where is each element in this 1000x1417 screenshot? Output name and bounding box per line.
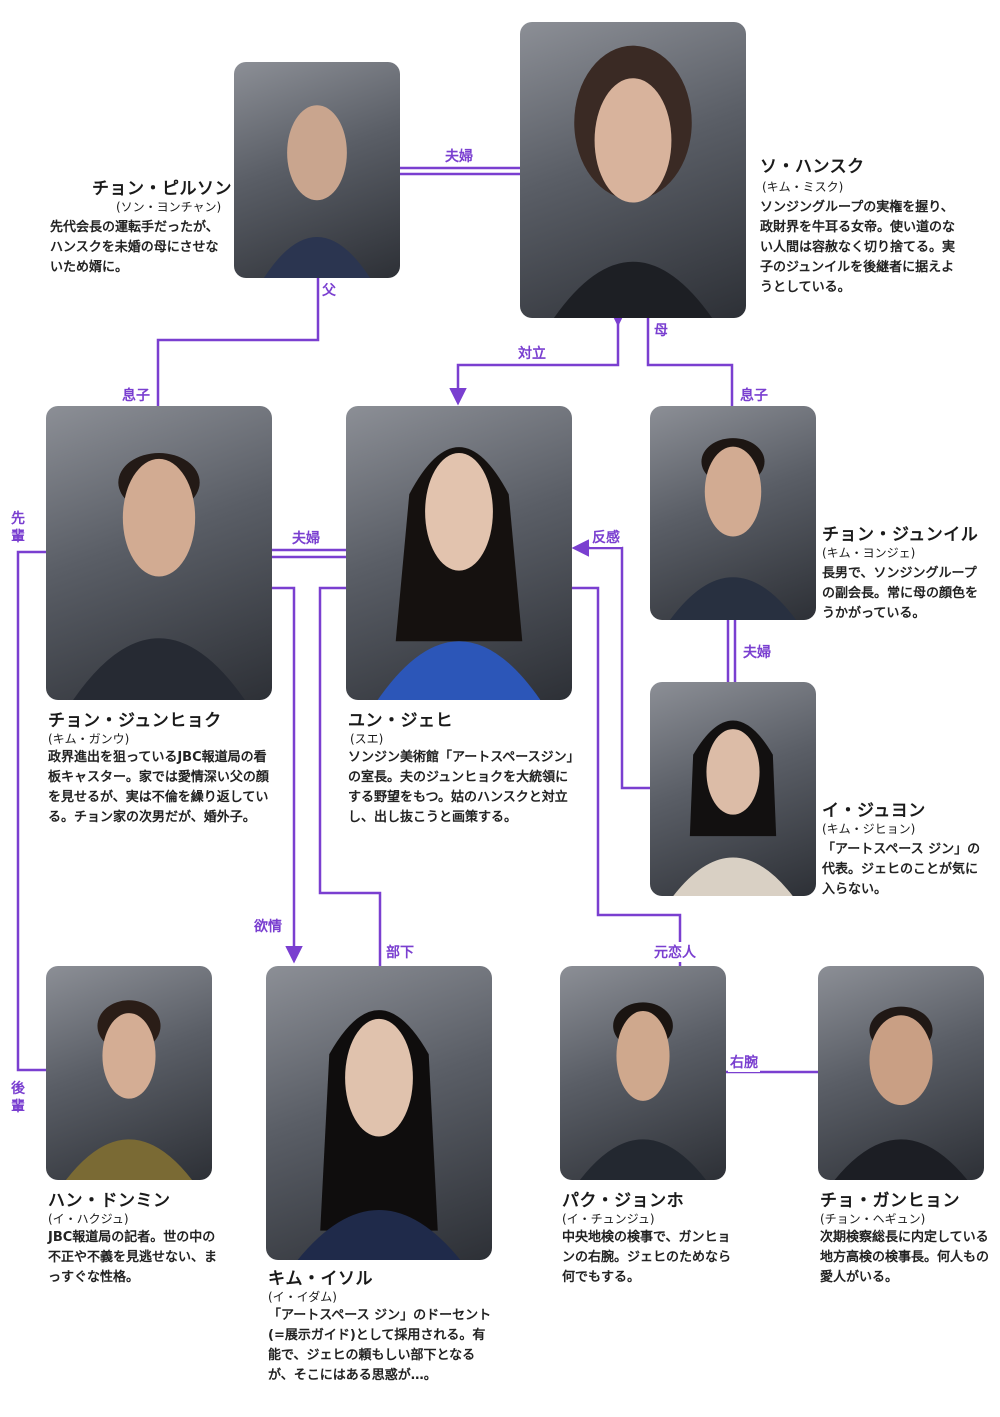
portrait-icon [650, 406, 816, 620]
portrait-icon [818, 966, 984, 1180]
character-name: チョ・ガンヒョン [820, 1191, 960, 1211]
label-right-hand: 右腕 [728, 1052, 760, 1072]
line-subordinate [318, 586, 382, 966]
character-description: 「アートスペース ジン」の代表。ジェヒのことが気に入らない。 [822, 842, 981, 897]
label-couple-junil: 夫婦 [741, 642, 773, 662]
character-description: JBC報道局の記者。世の中の不正や不義を見逃せない、まっすぐな性格。 [48, 1230, 218, 1285]
character-description: 長男で、ソンジングループの副会長。常に母の顔色をうかがっている。 [822, 566, 979, 621]
character-description: ソンジングループの実権を握り、政財界を牛耳る女帝。使い道のない人間は容赦なく切り… [760, 200, 956, 295]
character-description: 中央地検の検事で、ガンヒョンの右腕。ジェヒのためなら何でもする。 [562, 1230, 732, 1285]
portrait-icon [266, 966, 492, 1260]
character-description: 「アートスペース ジン」のドーセント(=展示ガイド)として採用される。有能で、ジ… [268, 1308, 492, 1383]
character-actor: (キム・ジヒョン) [822, 822, 916, 836]
character-name: パク・ジョンホ [562, 1191, 685, 1211]
character-name: キム・イソル [268, 1269, 373, 1289]
portrait-icon [560, 966, 726, 1180]
portrait-icon [520, 22, 746, 318]
line-conflict [449, 309, 627, 406]
character-name: チョン・ジュンヒョク [48, 711, 222, 731]
character-actor: (イ・チュンジュ) [562, 1212, 655, 1226]
character-description: ソンジン美術館「アートスペースジン」の室長。夫のジュンヒョクを大統領にする野望を… [348, 750, 574, 825]
label-subordinate: 部下 [384, 942, 416, 962]
portrait-icon [650, 682, 816, 896]
character-actor: (イ・ハクジュ) [48, 1212, 129, 1226]
label-lust: 欲情 [252, 916, 284, 936]
character-name: ソ・ハンスク [760, 157, 865, 177]
line-lust [272, 586, 303, 964]
character-description: 政界進出を狙っているJBC報道局の看板キャスター。家では愛情深い父の顔を見せるが… [48, 750, 269, 825]
character-name: イ・ジュヨン [822, 801, 926, 821]
line-ex-lover [572, 586, 682, 966]
character-actor: (キム・ミスク) [762, 180, 844, 194]
portrait-icon [46, 406, 272, 700]
label-couple-junhyuk: 夫婦 [290, 528, 322, 548]
portrait-icon [346, 406, 572, 700]
label-antipathy: 反感 [590, 527, 622, 547]
label-kohai: 後輩 [10, 1080, 26, 1116]
label-mother: 母 [652, 320, 670, 340]
label-ex-lover: 元恋人 [652, 942, 698, 962]
portrait-icon [46, 966, 212, 1180]
portrait-icon [234, 62, 400, 278]
character-name: ハン・ドンミン [48, 1191, 171, 1211]
label-conflict: 対立 [516, 343, 548, 363]
character-actor: (イ・イダム) [268, 1290, 337, 1304]
character-name: チョン・ジュンイル [822, 525, 979, 545]
line-senpai [16, 550, 46, 1072]
label-father: 父 [320, 280, 338, 300]
label-son-right: 息子 [738, 385, 770, 405]
character-name: チョン・ピルソン [92, 179, 232, 199]
label-couple-top: 夫婦 [443, 146, 475, 166]
character-actor: (キム・ガンウ) [48, 732, 130, 746]
character-actor: (チョン・ヘギュン) [820, 1212, 926, 1226]
character-name: ユン・ジェヒ [348, 711, 453, 731]
character-description: 先代会長の運転手だったが、ハンスクを未婚の母にさせないため婿に。 [50, 220, 219, 275]
character-description: 次期検察総長に内定している地方高検の検事長。何人もの愛人がいる。 [820, 1230, 990, 1285]
character-actor: (ソン・ヨンチャン) [116, 200, 222, 214]
label-senpai: 先輩 [10, 510, 26, 546]
character-actor: (スエ) [350, 732, 384, 746]
character-actor: (キム・ヨンジェ) [822, 546, 916, 560]
label-son-left: 息子 [120, 385, 152, 405]
line-father-son [156, 278, 320, 408]
line-mother-son [646, 318, 734, 408]
line-antipathy [571, 539, 652, 790]
